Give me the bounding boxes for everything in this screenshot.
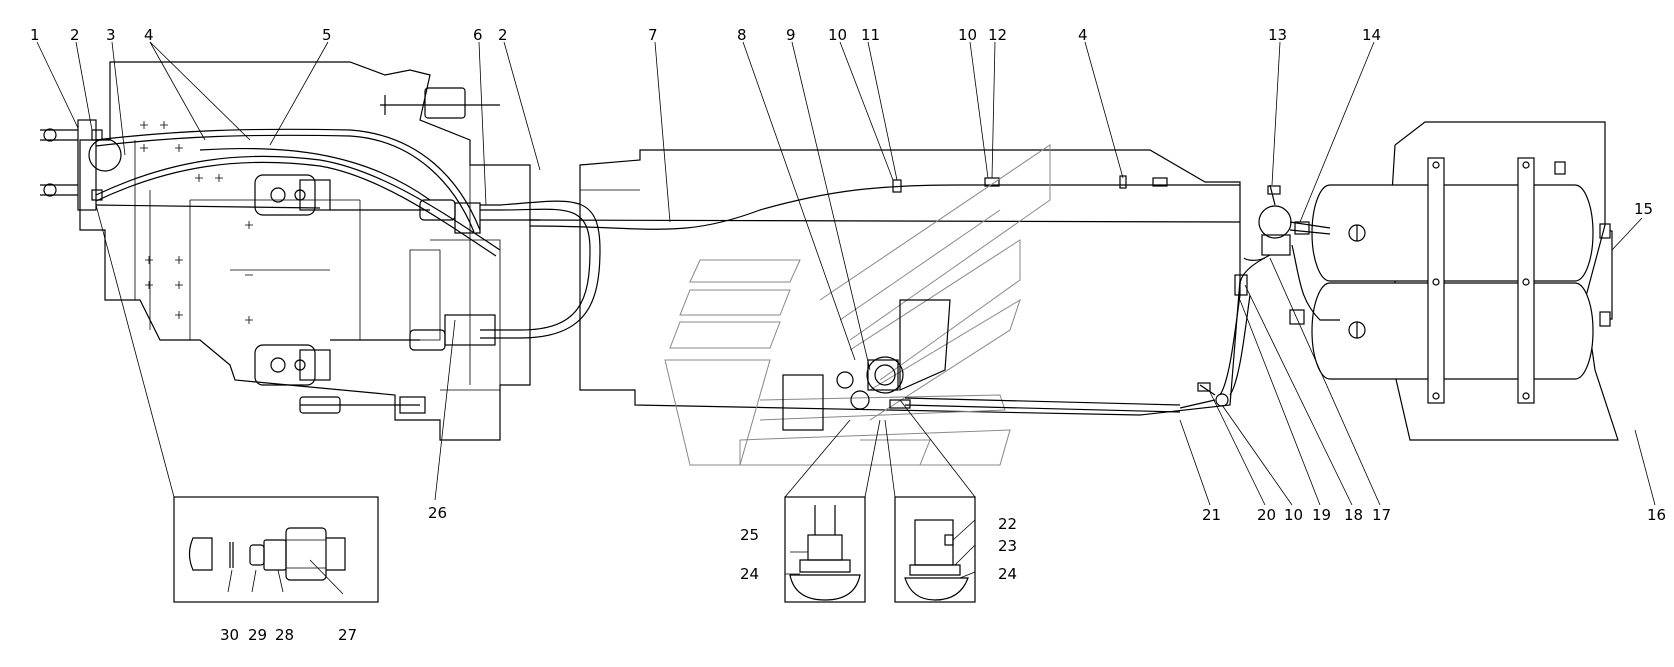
detail-inset-fitting [95,204,379,603]
callout-9: 9 [786,26,796,44]
callout-25: 25 [740,526,759,544]
callout-11: 11 [861,26,880,44]
callout-29: 29 [248,626,267,644]
callout-2: 2 [70,26,80,44]
callout-6: 6 [473,26,483,44]
cab-frame-assembly [40,61,601,441]
callout-26: 26 [428,504,447,522]
callout-labels: 1 2 3 4 5 6 2 7 8 9 10 11 10 12 4 13 14 … [30,26,1666,644]
callout-10-c: 10 [1284,506,1303,524]
callout-1: 1 [30,26,40,44]
callout-19: 19 [1312,506,1331,524]
callout-14: 14 [1362,26,1381,44]
callout-10-a: 10 [828,26,847,44]
callout-8: 8 [737,26,747,44]
callout-2-right: 2 [498,26,508,44]
leader-lines [36,41,1656,506]
chassis-frame [529,144,1241,466]
callout-15: 15 [1634,200,1653,218]
detail-inset-valve-left [784,419,881,603]
callout-18: 18 [1344,506,1363,524]
callout-5: 5 [322,26,332,44]
callout-4-right: 4 [1078,26,1088,44]
callout-30: 30 [220,626,239,644]
callout-22: 22 [998,515,1017,533]
callout-21: 21 [1202,506,1221,524]
callout-20: 20 [1257,506,1276,524]
callout-23: 23 [998,537,1017,555]
callout-24-right: 24 [998,565,1017,583]
callout-27: 27 [338,626,357,644]
callout-4: 4 [144,26,154,44]
callout-13: 13 [1268,26,1287,44]
callout-24-left: 24 [740,565,759,583]
callout-3: 3 [106,26,116,44]
air-tanks-assembly [1179,121,1619,441]
callout-16: 16 [1647,506,1666,524]
callout-7: 7 [648,26,658,44]
callout-28: 28 [275,626,294,644]
callout-12: 12 [988,26,1007,44]
callout-10-b: 10 [958,26,977,44]
detail-inset-valve-right [884,399,976,603]
callout-17: 17 [1372,506,1391,524]
